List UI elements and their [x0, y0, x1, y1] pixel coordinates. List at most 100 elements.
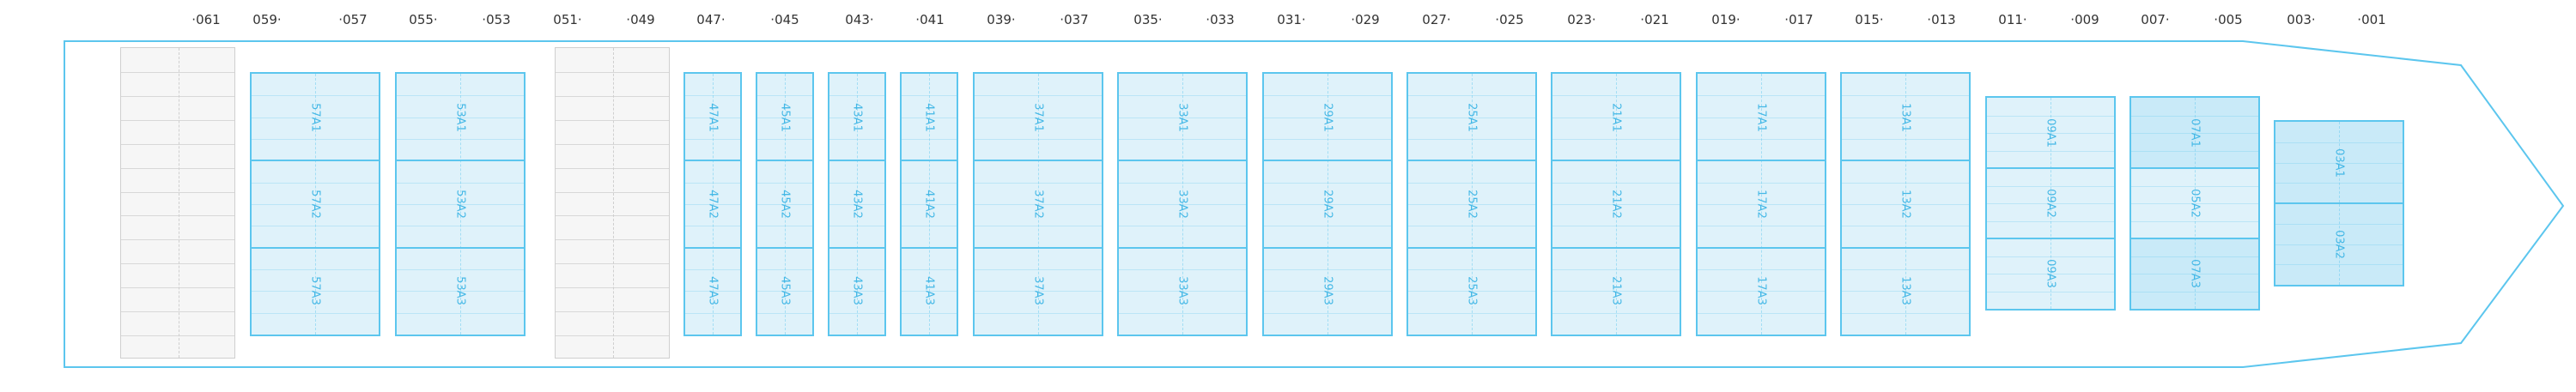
stack-row-line [397, 204, 524, 205]
stack-row-line [1842, 139, 1969, 140]
stack-row-line [1408, 182, 1535, 184]
bay-number-023: 023· [1567, 12, 1596, 27]
tier-separator [902, 160, 957, 162]
stack-row-line [1698, 204, 1825, 205]
empty-row-line [121, 311, 234, 313]
empty-row-line [121, 287, 234, 289]
stack-row-line [2131, 203, 2258, 204]
stack-row-line [1842, 269, 1969, 270]
stack-row-line [757, 291, 812, 292]
bay-number-017: ·017 [1784, 12, 1814, 27]
empty-row-line [556, 167, 669, 169]
stack-row-line [975, 182, 1102, 184]
stack-row-line [1264, 269, 1391, 270]
bay-number-051: 051· [553, 12, 582, 27]
empty-bay-block [120, 47, 235, 359]
stack-row-line [902, 312, 957, 314]
stack-row-line [757, 182, 812, 184]
slot-label: 57A2 [308, 190, 322, 219]
stack-row-line [2131, 220, 2258, 222]
stack-row-line [2275, 244, 2403, 245]
stack-row-line [2131, 150, 2258, 152]
stack-row-line [1987, 115, 2114, 117]
stack-row-line [2131, 115, 2258, 117]
stack-center-line [713, 74, 714, 335]
stack-row-line [397, 291, 524, 292]
tier-separator [2275, 202, 2403, 204]
stack-row-line [252, 182, 379, 184]
empty-row-line [121, 215, 234, 217]
stack-row-line [397, 182, 524, 184]
stack-row-line [829, 182, 884, 184]
stack-row-line [975, 95, 1102, 97]
bay-number-049: ·049 [626, 12, 655, 27]
slot-label: 43A1 [850, 102, 864, 132]
tier-separator [1842, 160, 1969, 162]
stack-row-line [1698, 291, 1825, 292]
slot-label: 25A2 [1465, 190, 1479, 219]
empty-row-line [556, 71, 669, 73]
slot-label: 29A2 [1321, 190, 1334, 219]
slot-label: 45A2 [778, 190, 792, 219]
stack-row-line [252, 139, 379, 140]
tier-separator [1552, 160, 1680, 162]
stack-row-line [1408, 204, 1535, 205]
empty-row-line [556, 95, 669, 97]
stack-row-line [1552, 139, 1680, 140]
slot-label: 17A3 [1754, 276, 1768, 306]
stack-center-line [2050, 98, 2051, 309]
tier-separator [829, 246, 884, 249]
stack-row-line [2275, 183, 2403, 184]
stack-center-line [857, 74, 858, 335]
tier-highlight [2275, 203, 2403, 285]
tier-separator [1119, 246, 1246, 249]
slot-label: 05A2 [2188, 189, 2202, 218]
stack-row-line [1264, 95, 1391, 97]
stack-row-line [902, 182, 957, 184]
stack-row-line [1119, 291, 1246, 292]
slot-label: 13A2 [1899, 190, 1912, 219]
bay-number-053: ·053 [482, 12, 511, 27]
stack-row-line [902, 139, 957, 140]
slot-label: 37A3 [1031, 276, 1045, 306]
stack-row-line [975, 291, 1102, 292]
stack-row-line [1264, 139, 1391, 140]
stack-center-line [1038, 74, 1039, 335]
stack-row-line [252, 95, 379, 97]
stack-center-line [1905, 74, 1906, 335]
stack-center-line [315, 74, 316, 335]
stack-row-line [1264, 204, 1391, 205]
empty-row-line [556, 311, 669, 313]
slot-label: 03A2 [2332, 229, 2346, 259]
stack-center-line [1761, 74, 1762, 335]
tier-separator [685, 160, 740, 162]
slot-label: 21A1 [1609, 102, 1623, 132]
stack-row-line [252, 204, 379, 205]
empty-row-line [121, 239, 234, 241]
empty-row-line [556, 119, 669, 121]
stack-row-line [685, 312, 740, 314]
stack-center-line [460, 74, 461, 335]
stack-row-line [1698, 182, 1825, 184]
stack-row-line [1119, 269, 1246, 270]
stack-row-line [1119, 204, 1246, 205]
stack-row-line [1552, 95, 1680, 97]
slot-label: 09A3 [2044, 259, 2057, 288]
